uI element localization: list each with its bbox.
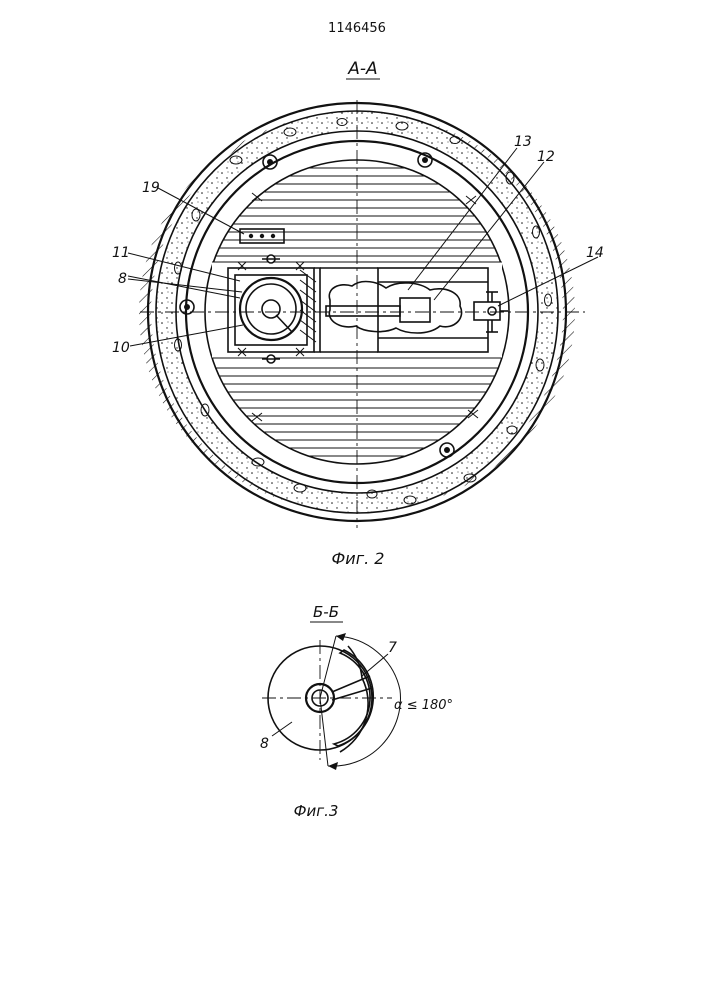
bolt-icon [440, 443, 454, 457]
callout-11: 11 [112, 245, 130, 261]
figure-3-caption: Фиг.3 [294, 802, 339, 820]
section-label-a-a: А-А [347, 59, 377, 79]
callout-8: 8 [118, 271, 127, 287]
callout-7: 7 [388, 640, 397, 656]
angle-ray-2 [320, 698, 328, 766]
arrowhead-icon [336, 633, 346, 641]
figure-2: А-А [112, 59, 604, 568]
callout-12: 12 [537, 149, 555, 165]
angle-label: α ≤ 180° [394, 698, 453, 713]
section-label-b-b: Б-Б [313, 603, 339, 621]
figure-3: Б-Б 7 8 α ≤ 180° Фиг.3 [260, 603, 453, 820]
callout-8-fig3: 8 [260, 736, 269, 752]
patent-number: 1146456 [328, 21, 386, 36]
callout-13: 13 [514, 134, 532, 150]
arrowhead-icon [328, 762, 338, 770]
callout-10: 10 [112, 340, 130, 356]
callout-19: 19 [142, 180, 160, 196]
control-panel [240, 229, 284, 243]
figure-2-caption: Фиг. 2 [332, 549, 385, 568]
leader-7 [362, 654, 388, 676]
callout-14: 14 [586, 245, 604, 261]
